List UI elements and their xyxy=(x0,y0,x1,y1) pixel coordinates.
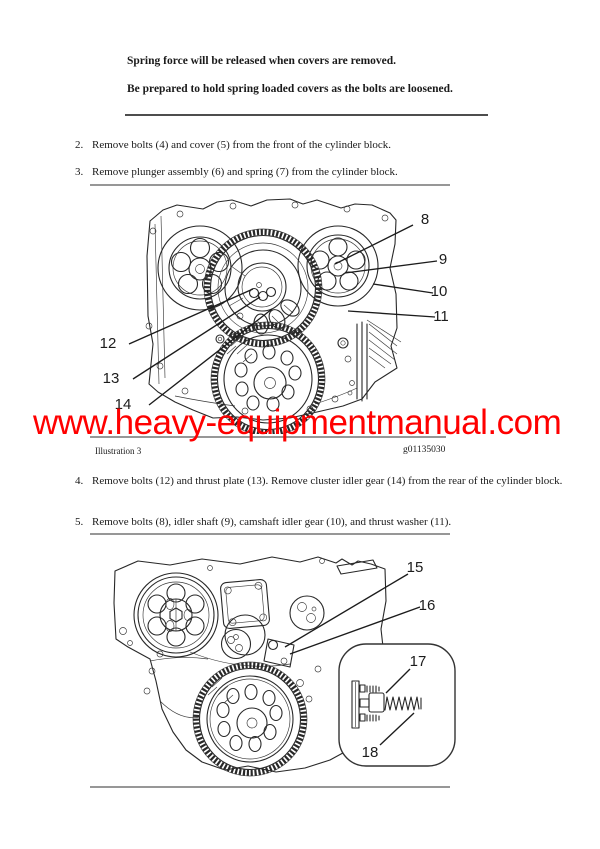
callout-label-18: 18 xyxy=(362,744,379,761)
callout-label-12: 12 xyxy=(100,335,117,352)
step-2: 2. Remove bolts (4) and cover (5) from th… xyxy=(75,137,570,153)
step-2-number: 2. xyxy=(75,139,84,151)
plunger-mount-bracket xyxy=(263,638,295,668)
warning-box-bottom-border xyxy=(125,114,488,116)
callout-leader-lines xyxy=(128,224,438,406)
warning-block: Spring force will be released when cover… xyxy=(127,47,547,103)
callout-label-15: 15 xyxy=(407,559,424,576)
step-4-number: 4. xyxy=(75,475,84,487)
illustration-figure-id: g01135030 xyxy=(403,445,446,455)
camshaft-gear-left xyxy=(157,225,243,311)
pump-mount-plate xyxy=(220,579,270,629)
separator-line xyxy=(90,533,450,535)
step-4-text: Remove bolts (12) and thrust plate (13).… xyxy=(92,475,563,487)
cluster-idler-gear xyxy=(203,228,323,348)
callout-label-17: 17 xyxy=(410,653,427,670)
warning-line-1: Spring force will be released when cover… xyxy=(127,55,397,67)
step-3: 3. Remove plunger assembly (6) and spring… xyxy=(75,164,570,180)
step-5-number: 5. xyxy=(75,516,84,528)
crankshaft-gear-rear xyxy=(192,661,308,777)
step-4: 4. Remove bolts (12) and thrust plate (13… xyxy=(75,473,570,489)
callout-label-8: 8 xyxy=(421,211,429,228)
illustration-2-engine-drawing: 15 16 17 18 xyxy=(113,556,456,777)
callout-label-9: 9 xyxy=(439,251,447,268)
engine-block-outline-front xyxy=(145,198,398,421)
water-pump-barrel xyxy=(220,614,266,660)
camshaft-idler-gear-right xyxy=(297,225,379,307)
watermark-text: www.heavy-equipmentmanual.com xyxy=(33,403,562,442)
plunger-assembly-detail xyxy=(351,668,422,746)
idler-disc xyxy=(289,595,325,631)
callout-label-13: 13 xyxy=(103,370,120,387)
callout-leader-lines xyxy=(284,573,421,655)
warning-line-2: Be prepared to hold spring loaded covers… xyxy=(127,83,453,95)
step-3-text: Remove plunger assembly (6) and spring (… xyxy=(92,166,398,178)
callout-label-14: 14 xyxy=(115,396,132,413)
spring-coil xyxy=(384,696,422,711)
step-5-text: Remove bolts (8), idler shaft (9), camsh… xyxy=(92,516,452,528)
illustration-1-gear-train-drawing: 8 9 10 11 12 13 14 xyxy=(100,198,449,434)
page-bottom-separator xyxy=(90,786,450,788)
callout-label-11: 11 xyxy=(433,308,449,325)
crankshaft-pulley xyxy=(133,572,219,658)
callout-label-16: 16 xyxy=(419,597,436,614)
illustration-bottom-border xyxy=(90,436,446,438)
side-bracket-detail xyxy=(337,319,402,402)
illustration-caption: Illustration 3 xyxy=(95,446,142,456)
callout-label-10: 10 xyxy=(431,283,448,300)
step-2-text: Remove bolts (4) and cover (5) from the … xyxy=(92,139,392,151)
step-3-number: 3. xyxy=(75,166,84,178)
step-5: 5. Remove bolts (8), idler shaft (9), cam… xyxy=(75,514,570,530)
separator-line xyxy=(90,184,450,186)
